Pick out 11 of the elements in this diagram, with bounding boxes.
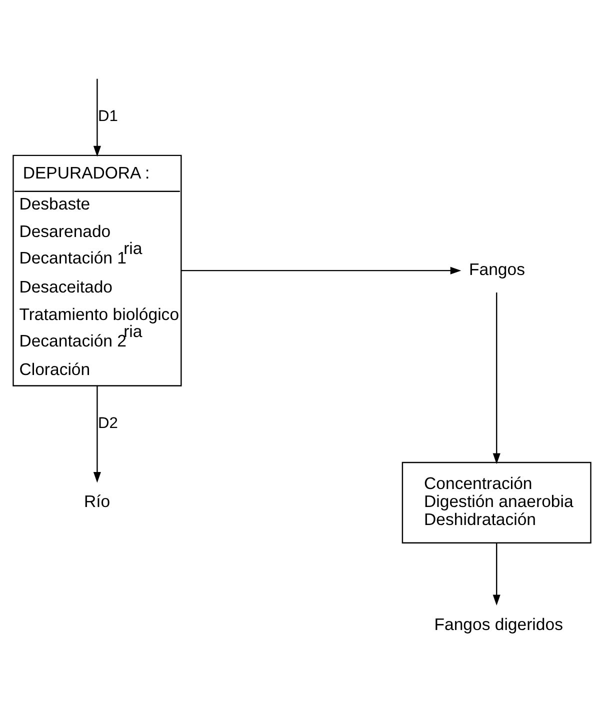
arrow [181, 266, 462, 274]
node-text: Fangos [469, 260, 526, 280]
arrow [93, 386, 101, 483]
node-text: Río [84, 492, 110, 512]
arrow [93, 78, 101, 157]
arrow [492, 292, 500, 464]
arrow [492, 543, 500, 606]
node-box: Concentración Digestión anaerobia Deshidratación [402, 462, 592, 544]
edge-label: D2 [98, 415, 118, 432]
node-text: Fangos digeridos [434, 615, 563, 634]
edge-label: D1 [98, 108, 118, 126]
